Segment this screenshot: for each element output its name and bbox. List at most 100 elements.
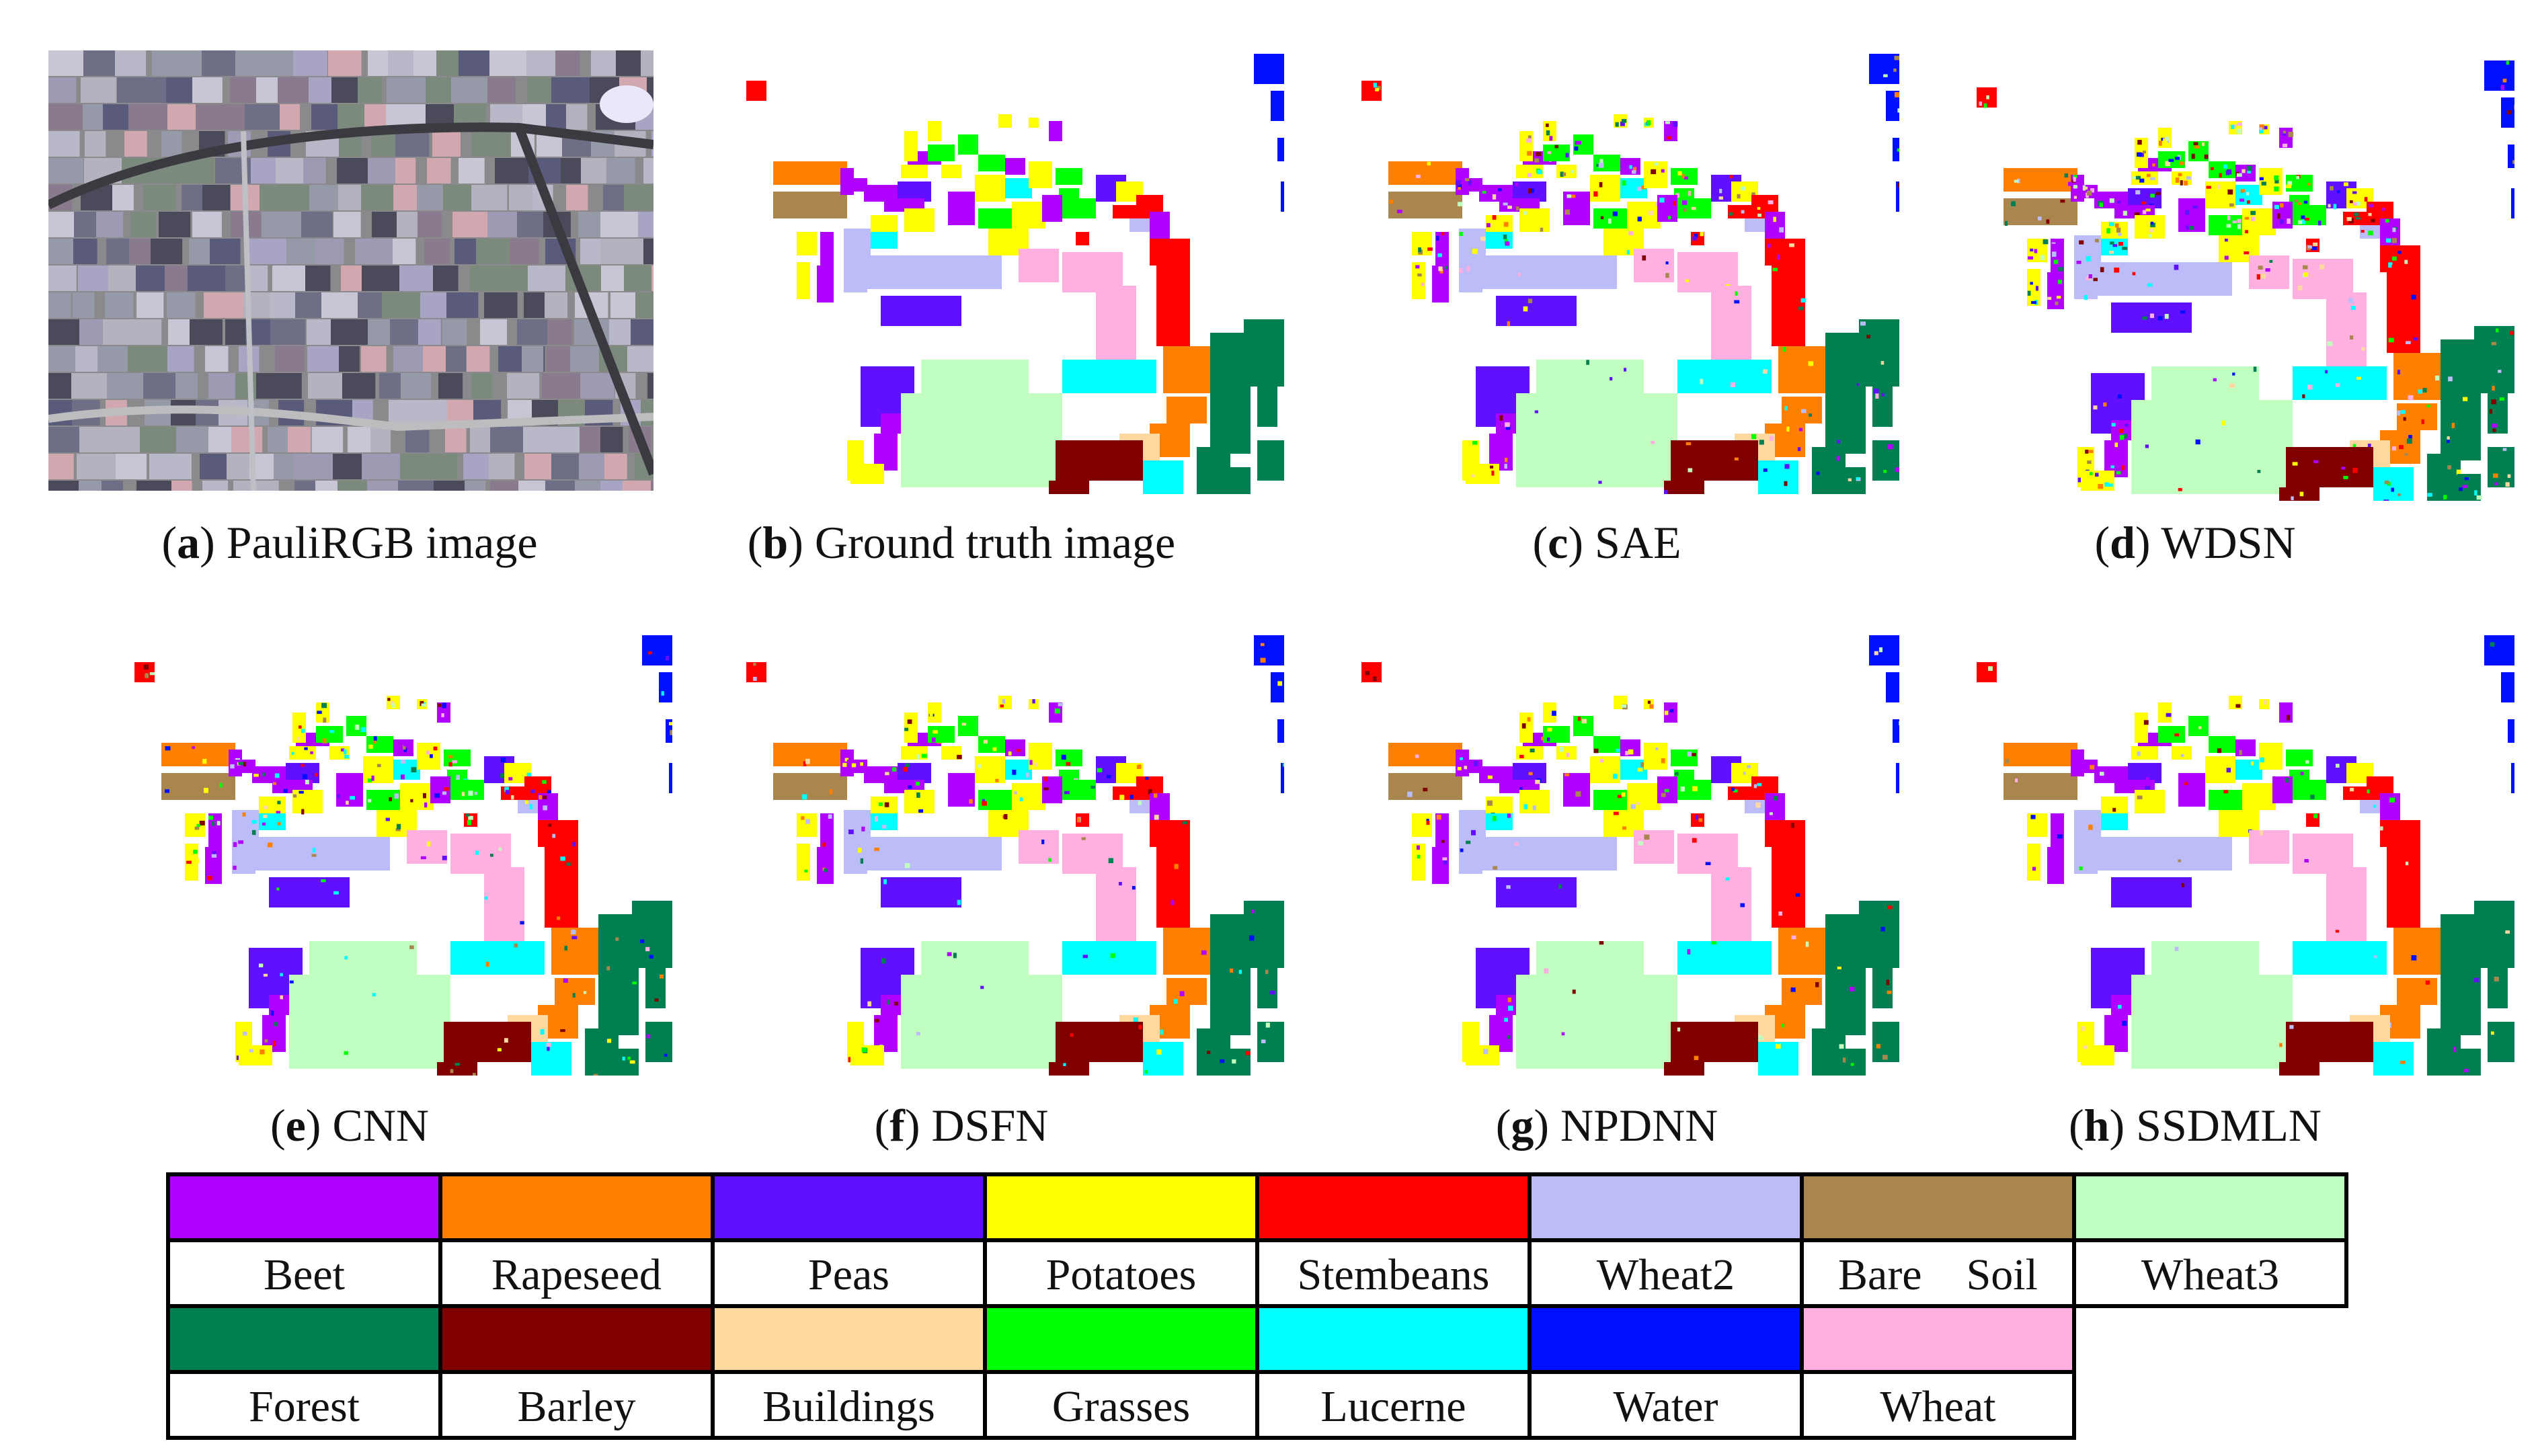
misclassified-pixel	[2145, 777, 2149, 782]
misclassified-pixel	[206, 875, 212, 881]
misclassified-pixel	[2356, 201, 2361, 206]
field-potatoes	[289, 746, 316, 760]
misclassified-pixel	[2087, 460, 2092, 464]
misclassified-pixel	[2491, 341, 2496, 346]
pauli-field-patch	[651, 481, 653, 491]
misclassified-pixel	[1842, 1057, 1846, 1063]
misclassified-pixel	[1805, 941, 1809, 947]
misclassified-pixel	[2264, 126, 2268, 130]
misclassified-pixel	[1733, 210, 1738, 215]
misclassified-pixel	[2232, 372, 2235, 376]
pauli-field-patch	[172, 50, 208, 76]
misclassified-pixel	[1421, 282, 1425, 286]
field-forest	[2474, 901, 2514, 968]
pauli-rgb-image	[48, 50, 653, 491]
misclassified-pixel	[1261, 1039, 1266, 1044]
pauli-field-patch	[489, 454, 515, 479]
misclassified-pixel	[258, 963, 264, 967]
pauli-field-patch	[604, 454, 627, 479]
misclassified-pixel	[2260, 757, 2264, 763]
misclassified-pixel	[505, 790, 510, 795]
misclassified-pixel	[1444, 266, 1448, 270]
misclassified-pixel	[2037, 216, 2042, 220]
misclassified-pixel	[497, 1048, 502, 1052]
misclassified-pixel	[1747, 765, 1751, 768]
misclassified-pixel	[1769, 812, 1773, 815]
misclassified-pixel	[2287, 181, 2293, 186]
field-forest	[1197, 447, 1230, 494]
misclassified-pixel	[593, 1074, 598, 1076]
misclassified-pixel	[1519, 754, 1524, 759]
field-barley	[2286, 1022, 2373, 1062]
misclassified-pixel	[1593, 748, 1599, 754]
misclassified-pixel	[1458, 187, 1461, 190]
misclassified-pixel	[2221, 420, 2225, 426]
field-wheat3	[2131, 400, 2293, 494]
field-rapeseed	[1166, 397, 1207, 423]
misclassified-pixel	[2204, 154, 2209, 159]
misclassified-pixel	[1797, 447, 1801, 452]
field-water	[1893, 138, 1899, 161]
caption-h: (h) SSDMLN	[2069, 1100, 2322, 1151]
field-barley	[1671, 1022, 1758, 1062]
field-wheat2	[2098, 262, 2232, 296]
misclassified-pixel	[196, 823, 200, 827]
misclassified-pixel	[1816, 471, 1820, 475]
pauli-field-patch	[452, 212, 489, 237]
misclassified-pixel	[961, 723, 966, 726]
misclassified-pixel	[1061, 754, 1066, 760]
misclassified-pixel	[2200, 203, 2205, 208]
field-grasses	[366, 790, 400, 810]
pauli-field-patch	[434, 481, 471, 491]
misclassified-pixel	[2230, 129, 2233, 134]
misclassified-pixel	[887, 1000, 890, 1005]
misclassified-pixel	[1726, 269, 1731, 274]
misclassified-pixel	[2081, 1026, 2086, 1031]
misclassified-pixel	[2088, 274, 2092, 279]
pauli-field-patch	[171, 481, 192, 491]
misclassified-pixel	[2344, 182, 2348, 186]
pauli-field-patch	[308, 373, 343, 399]
pauli-field-patch	[551, 454, 584, 479]
misclassified-pixel	[1160, 1029, 1164, 1035]
misclassified-pixel	[546, 1043, 551, 1047]
misclassified-pixel	[1373, 83, 1377, 88]
misclassified-pixel	[448, 762, 452, 767]
pauli-field-patch	[641, 400, 653, 426]
misclassified-pixel	[1795, 893, 1800, 897]
misclassified-pixel	[2463, 397, 2468, 401]
misclassified-pixel	[1893, 68, 1897, 72]
misclassified-pixel	[1527, 173, 1532, 177]
misclassified-pixel	[321, 702, 327, 709]
misclassified-pixel	[1417, 273, 1422, 277]
field-stembeans	[1361, 662, 1382, 682]
misclassified-pixel	[2057, 280, 2063, 284]
misclassified-pixel	[2502, 79, 2507, 83]
misclassified-pixel	[640, 939, 645, 943]
misclassified-pixel	[1740, 903, 1745, 907]
misclassified-pixel	[1686, 442, 1692, 446]
misclassified-pixel	[1505, 241, 1510, 246]
misclassified-pixel	[2145, 444, 2149, 448]
misclassified-pixel	[1669, 709, 1674, 713]
misclassified-pixel	[1483, 1049, 1489, 1055]
misclassified-pixel	[2496, 328, 2499, 333]
pauli-field-patch	[432, 131, 461, 157]
misclassified-pixel	[1873, 389, 1879, 395]
field-forest	[1257, 968, 1277, 1008]
field-barley	[1056, 1022, 1143, 1062]
misclassified-pixel	[1571, 169, 1574, 173]
field-lucerne	[1005, 178, 1032, 198]
misclassified-pixel	[243, 1031, 247, 1036]
misclassified-pixel	[2246, 165, 2252, 171]
field-potatoes	[797, 232, 817, 255]
misclassified-pixel	[2355, 217, 2361, 220]
field-water	[1886, 672, 1899, 702]
misclassified-pixel	[145, 673, 149, 678]
misclassified-pixel	[2411, 294, 2416, 300]
field-potatoes	[2027, 844, 2040, 881]
npdnn-map	[1361, 635, 1899, 1076]
field-potatoes	[1412, 844, 1425, 881]
misclassified-pixel	[1026, 772, 1029, 778]
misclassified-pixel	[2116, 200, 2120, 204]
